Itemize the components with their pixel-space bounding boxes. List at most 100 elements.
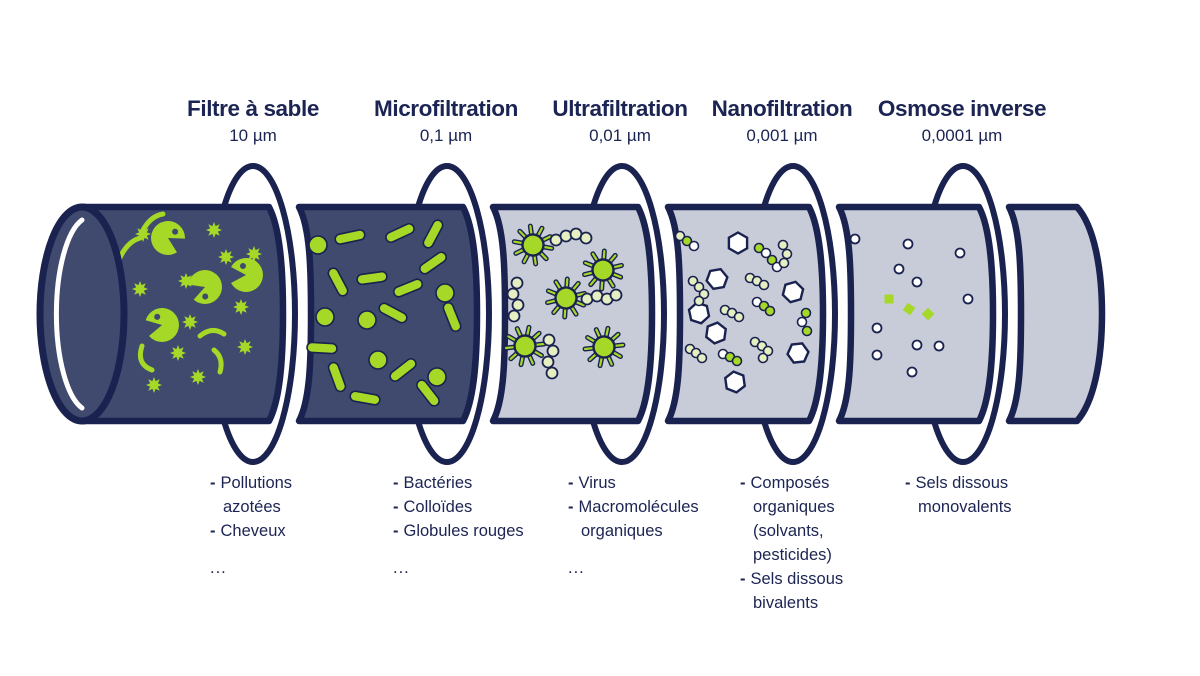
list-item: -Macromolécules organiques <box>568 495 708 543</box>
dissolved-salt-dot-icon <box>911 276 923 288</box>
organic-hexagon-icon <box>727 231 749 255</box>
list-item-text: Macromolécules organiques <box>578 498 699 540</box>
stage-size: 0,0001 µm <box>921 126 1003 145</box>
list-item-text: Pollutions azotées <box>220 474 293 516</box>
star-particle-icon <box>182 314 198 330</box>
pipe-segment-reverse-osmosis <box>835 203 997 425</box>
virus-icon <box>504 326 546 366</box>
star-particle-icon <box>132 281 148 297</box>
stage-size: 0,01 µm <box>589 126 651 145</box>
stage-title: Microfiltration <box>374 96 518 121</box>
stage-removals-sand-filter: -Pollutions azotées -Cheveux ... <box>210 471 314 580</box>
stage-removals-ultrafiltration: -Virus -Macromolécules organiques ... <box>568 471 708 580</box>
pipe-segment-nanofiltration <box>664 203 827 425</box>
salt-particles <box>849 233 974 378</box>
hair-icon <box>139 211 166 235</box>
list-item: -Colloïdes <box>393 495 543 519</box>
pacman-debris-icon <box>231 258 263 292</box>
list-item-text: Colloïdes <box>403 498 473 516</box>
dissolved-salt-dot-icon <box>962 293 974 305</box>
list-item: -Composés organiques (solvants, pesticid… <box>740 471 854 567</box>
pipe-segment-sand-filter <box>78 203 287 425</box>
list-item: -Sels dissous bivalents <box>740 567 854 615</box>
molecule-chain-icon <box>749 336 774 364</box>
molecule-chain-icon <box>717 348 743 367</box>
molecule-chain-icon <box>719 304 745 323</box>
stage-header-sand-filter: Filtre à sable 10 µm <box>153 96 353 146</box>
pipe-inlet-cap <box>36 203 128 425</box>
bacteria-rod-icon <box>422 219 444 249</box>
dissolved-salt-dot-icon <box>911 339 923 351</box>
star-particle-icon <box>237 339 253 355</box>
bullet-dash: - <box>568 474 574 492</box>
bacteria-rod-icon <box>356 270 388 286</box>
molecule-chain-icon <box>796 307 813 337</box>
virus-icon <box>542 274 591 322</box>
stage-size: 0,001 µm <box>746 126 818 145</box>
pacman-debris-icon <box>144 214 190 261</box>
virus-particles <box>504 224 629 380</box>
list-item-text: Virus <box>578 474 616 492</box>
colloid-dot-icon <box>368 350 388 370</box>
dissolved-salt-dot-icon <box>893 263 905 275</box>
star-particle-icon <box>206 222 222 238</box>
virus-icon <box>580 248 626 292</box>
dissolved-salt-dot-icon <box>906 366 918 378</box>
stage-removals-nanofiltration: -Composés organiques (solvants, pesticid… <box>740 471 854 615</box>
bacteria-rod-icon <box>327 361 347 393</box>
molecule-chain-icon <box>744 272 770 291</box>
molecule-chain-icon <box>777 239 793 269</box>
pipe-segment-ultrafiltration <box>489 203 656 425</box>
monovalent-salt-diamond-icon <box>884 294 894 304</box>
macromolecule-chain-icon <box>506 276 525 323</box>
colloid-dot-icon <box>427 367 447 387</box>
stage-size: 0,1 µm <box>419 126 473 145</box>
pipe-segment-outlet <box>1005 203 1106 425</box>
stage-title: Osmose inverse <box>877 96 1047 121</box>
list-item-text: Cheveux <box>220 522 286 540</box>
bullet-dash: - <box>740 570 746 588</box>
star-particle-icon <box>233 299 249 315</box>
star-particle-icon <box>178 273 194 289</box>
star-particle-icon <box>146 377 162 393</box>
virus-icon <box>511 224 555 266</box>
pacman-debris-icon <box>185 265 227 309</box>
ellipsis: ... <box>210 559 227 577</box>
stage-size: 10 µm <box>229 126 277 145</box>
stage-title: Ultrafiltration <box>552 96 688 121</box>
list-item: -Globules rouges <box>393 519 543 543</box>
dissolved-salt-dot-icon <box>871 322 883 334</box>
dissolved-salt-dot-icon <box>902 238 914 250</box>
bullet-dash: - <box>210 474 216 492</box>
dissolved-salt-dot-icon <box>933 340 945 352</box>
list-item: -Virus <box>568 471 708 495</box>
stage-title: Nanofiltration <box>711 96 853 121</box>
list-item-text: Sels dissous bivalents <box>750 570 844 612</box>
list-item: -Pollutions azotées <box>210 471 314 519</box>
stage-header-ultrafiltration: Ultrafiltration 0,01 µm <box>520 96 720 146</box>
colloid-dot-icon <box>357 310 377 330</box>
star-particle-icon <box>190 369 206 385</box>
bacteria-rod-icon <box>442 301 462 333</box>
bacteria-rod-icon <box>419 251 447 275</box>
bacteria-rod-icon <box>385 222 415 244</box>
macromolecule-chain-icon <box>541 333 560 380</box>
dissolved-salt-dot-icon <box>849 233 861 245</box>
colloid-dot-icon <box>435 283 455 303</box>
bacteria-rod-icon <box>416 379 440 407</box>
nano-molecule-particles <box>674 230 813 395</box>
monovalent-salt-diamond-icon <box>902 302 916 316</box>
bacteria-rod-icon <box>327 267 349 297</box>
bacteria-particles <box>306 219 462 407</box>
dissolved-salt-dot-icon <box>871 349 883 361</box>
list-item-text: Sels dissous monovalents <box>915 474 1012 516</box>
bullet-dash: - <box>210 522 216 540</box>
molecule-chain-icon <box>751 296 776 317</box>
hair-icon <box>211 347 224 375</box>
bacteria-rod-icon <box>389 358 417 382</box>
star-particle-icon <box>170 345 186 361</box>
bullet-dash: - <box>568 498 574 516</box>
stage-removals-reverse-osmosis: -Sels dissous monovalents <box>905 471 1030 519</box>
pipe-illustration <box>36 163 1106 465</box>
